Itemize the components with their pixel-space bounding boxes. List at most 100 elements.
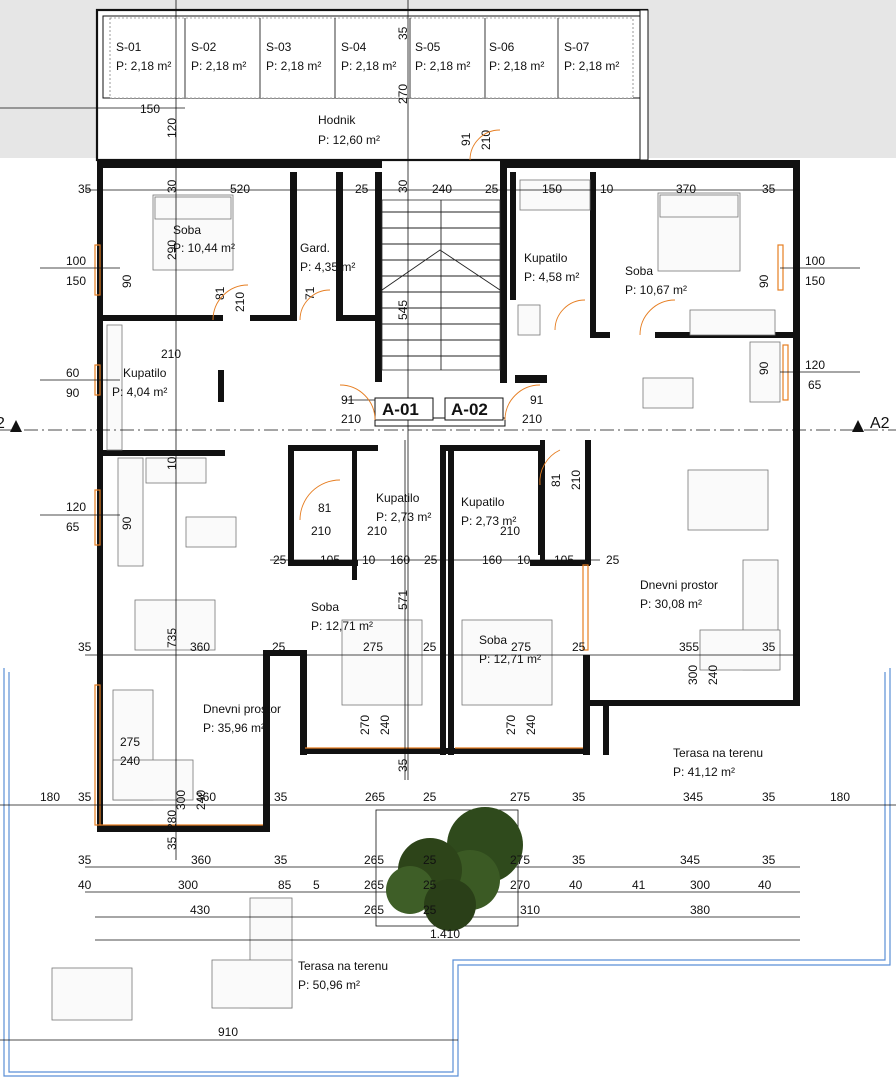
door-dim: 91 [530,393,544,407]
dim-label: 90 [66,386,80,400]
dim-label: 265 [364,878,384,892]
unit-tag-box [444,397,504,421]
dim-label: 300 [178,878,198,892]
room-area: P: 2,73 m² [376,510,431,524]
dim-label: 25 [273,553,287,567]
door-dim: 210 [161,347,181,361]
dim-label: 300 [690,878,710,892]
dim-label: 270 [396,84,410,104]
dim-label: 35 [165,836,179,850]
dim-label: 240 [194,790,208,810]
dim-label: 275 [510,853,530,867]
dim-label: 25 [423,790,437,804]
storage-area: P: 2,18 m² [564,59,619,73]
room-area: P: 30,08 m² [640,597,702,611]
door-dim: 91 [341,393,355,407]
storage-area: P: 2,18 m² [341,59,396,73]
room-name: Hodnik [318,113,356,127]
dim-label: 360 [196,790,216,804]
dim-label: 90 [757,274,771,288]
dim-label: 85 [278,878,292,892]
door-dim: 210 [500,524,520,538]
dim-label: 25 [424,553,438,567]
dim-label: 345 [680,853,700,867]
dim-label: 180 [40,790,60,804]
dim-label: 345 [683,790,703,804]
unit-tag: A-01 [382,400,419,419]
dim-label: 160 [482,553,502,567]
dim-terrace-width: 910 [218,1025,238,1039]
dim-label: 35 [78,853,92,867]
dim-label: 120 [165,118,179,138]
dim-label: 81 [213,286,227,300]
dim-label: 25 [355,182,369,196]
dim-label: 160 [390,553,410,567]
dim-label: 35 [762,853,776,867]
door-dim: 210 [311,524,331,538]
storage-area: P: 2,18 m² [116,59,171,73]
unit-tag-box [374,397,434,421]
room-area: P: 4,35 m² [300,260,355,274]
room-name: Kupatilo [376,491,420,505]
dim-label: 40 [78,878,92,892]
room-area: P: 2,73 m² [461,514,516,528]
windows [94,244,789,826]
storage-area: P: 2,18 m² [266,59,321,73]
room-name: Gard. [300,241,330,255]
storage-area: P: 2,18 m² [489,59,544,73]
dim-label: 270 [504,715,518,735]
storage-name: S-01 [116,40,142,54]
dim-label: 40 [758,878,772,892]
room-area: P: 12,71 m² [311,619,373,633]
dim-label: 25 [423,903,437,917]
dim-label: 35 [274,853,288,867]
dimension-lines [0,0,896,1041]
storage-name: S-05 [415,40,441,54]
dim-label: 90 [120,516,134,530]
dim-label: 40 [569,878,583,892]
dim-label: 71 [303,286,317,300]
dim-label: 10 [600,182,614,196]
room-name: Terasa na terenu [673,746,763,760]
dim-label: 25 [423,878,437,892]
dim-label: 25 [606,553,620,567]
dim-label: 150 [140,102,160,116]
dim-label: 275 [120,735,140,749]
dim-label: 10 [517,553,531,567]
room-area: P: 41,12 m² [673,765,735,779]
dim-label: 90 [120,274,134,288]
door-dim: 210 [367,524,387,538]
room-area: P: 12,60 m² [318,133,380,147]
dim-label: 300 [174,790,188,810]
room-area: P: 12,71 m² [479,652,541,666]
section-label-right: A2 [870,415,890,432]
storage-name: S-06 [489,40,515,54]
dim-label: 35 [274,790,288,804]
room-name: Kupatilo [123,366,167,380]
storage-name: S-02 [191,40,217,54]
dim-label: 270 [510,878,530,892]
dim-label: 10 [362,553,376,567]
section-arrow-left [10,420,22,432]
dim-label: 35 [78,790,92,804]
dim-label: 30 [165,179,179,193]
dim-label: 10 [165,456,179,470]
room-name: Soba [625,264,653,278]
dim-label: 5 [313,878,320,892]
room-area: P: 35,96 m² [203,721,265,735]
dim-label: 25 [572,640,586,654]
unit-tag: A-02 [451,400,488,419]
dim-label: 35 [762,640,776,654]
dim-label: 100 [805,254,825,268]
dim-label: 240 [706,665,720,685]
dim-label: 280 [165,810,179,830]
storage-area: P: 2,18 m² [415,59,470,73]
dim-label: 270 [358,715,372,735]
storage-name: S-07 [564,40,590,54]
dim-label: 150 [542,182,562,196]
dim-label: 65 [66,520,80,534]
storage-name: S-04 [341,40,367,54]
dim-label: 120 [66,500,86,514]
dim-label: 35 [396,26,410,40]
